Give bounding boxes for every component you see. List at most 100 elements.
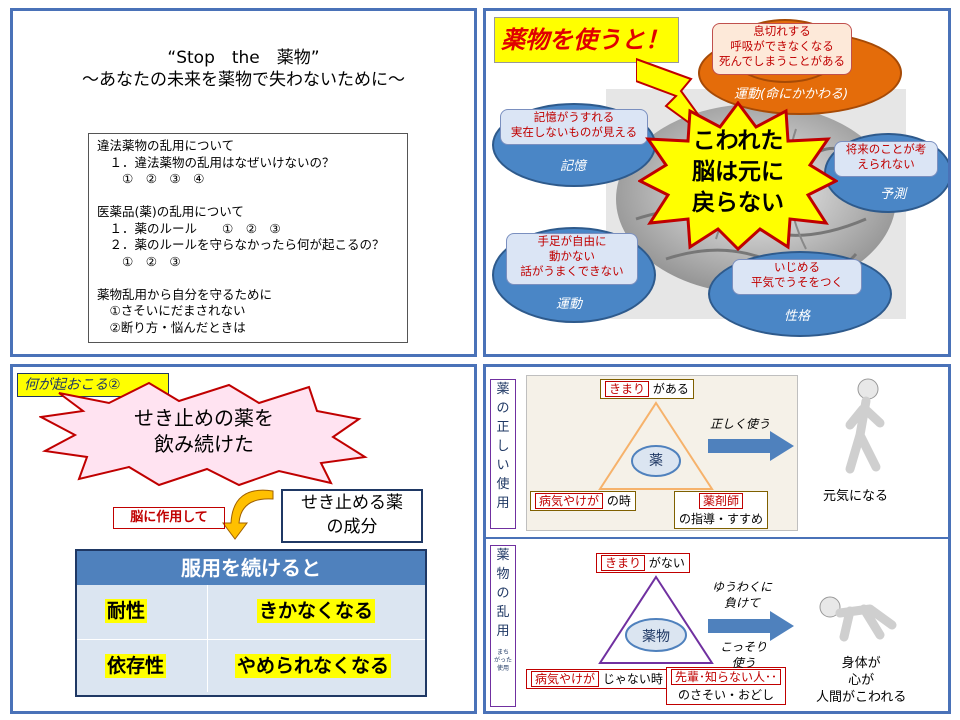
triangle-correct xyxy=(598,401,714,490)
result-line: 心が xyxy=(848,673,875,688)
pharmacist-tag-suffix: の指導・すすめ xyxy=(679,512,764,526)
burst-line: 飲み続けた xyxy=(154,432,254,456)
center-line: 戻らない xyxy=(692,190,784,216)
senior-tag-label: 先輩･知らない人･･ xyxy=(671,669,782,685)
bubble-line: 記憶がうすれる xyxy=(533,110,615,124)
brain-action-label: 脳に作用して xyxy=(113,507,225,529)
pharmacist-tag-label: 薬剤師 xyxy=(699,493,744,509)
center-message: こわれた 脳は元に 戻らない xyxy=(658,126,818,219)
side-char: 用 xyxy=(496,496,510,511)
arrow-right-icon xyxy=(708,431,794,461)
side-char: 使 xyxy=(496,477,510,492)
result-line: 人間がこわれる xyxy=(816,690,907,705)
slide-brain-effects: 薬物を使うと！ 息切れする 呼吸ができなくなる 死んでしまうことがある 運動(命… xyxy=(483,8,951,357)
bubble-line: 話がうまくできない xyxy=(520,264,624,278)
sick-tag-correct: 病気やけが の時 xyxy=(530,491,636,511)
slide-title: “Stop the 薬物” xyxy=(167,48,320,68)
side-label-correct: 薬 の 正 し い 使 用 xyxy=(490,379,516,529)
side-char: の xyxy=(496,586,510,601)
burst-shape xyxy=(39,381,368,487)
senior-tag: 先輩･知らない人･･ のさそい・おどし xyxy=(666,667,787,705)
walking-figure-icon xyxy=(845,378,885,474)
slide-subtitle: ～あなたの未来を薬物で失わないために～ xyxy=(82,70,405,90)
side-char: 用 xyxy=(496,624,510,639)
sick-tag-suffix: の時 xyxy=(606,494,631,508)
rule-tag-correct: きまり がある xyxy=(600,379,694,399)
contents-line: 違法薬物の乱用について xyxy=(97,138,235,153)
sick-tag-label: 病気やけが xyxy=(531,671,600,687)
ingredient-line: せき止める薬 xyxy=(301,493,403,513)
table-header: 服用を続けると xyxy=(77,551,425,585)
sick-tag-suffix: じゃない時 xyxy=(602,672,663,686)
cloud-label: 運動 xyxy=(556,297,583,312)
side-char: 正 xyxy=(496,420,510,435)
rule-tag-label: きまり xyxy=(601,555,646,571)
ingredient-line: の成分 xyxy=(326,517,378,537)
arrow-label-misuse-1: ゆうわくに 負けて xyxy=(712,579,772,611)
contents-line: １．薬のルール ① ② ③ xyxy=(97,220,281,236)
arrow-label-line: 使う xyxy=(731,656,756,670)
contents-line: ① ② ③ xyxy=(97,253,181,269)
cloud-label: 記憶 xyxy=(560,159,587,174)
side-char: 乱 xyxy=(496,605,510,620)
cloud-breathing: 息切れする 呼吸ができなくなる 死んでしまうことがある 運動(命にかかわる) xyxy=(698,19,902,115)
side-char: い xyxy=(496,458,510,473)
rule-tag-suffix: がある xyxy=(652,382,689,396)
result-misuse: 身体が 心が 人間がこわれる xyxy=(816,655,906,706)
arrow-label-line: ゆうわくに xyxy=(712,580,773,594)
starburst-shape xyxy=(638,101,838,251)
contents-box: 違法薬物の乱用について １．違法薬物の乱用はなぜいけないの？ ① ② ③ ④ 医… xyxy=(88,133,408,343)
side-char: 物 xyxy=(496,567,510,582)
ingredient-box: せき止める薬 の成分 xyxy=(281,489,423,543)
collapsed-figure-icon xyxy=(819,596,897,642)
slide-contents: “Stop the 薬物” ～あなたの未来を薬物で失わないために～ 違法薬物の乱… xyxy=(10,8,477,357)
result-line: 身体が xyxy=(841,656,881,671)
table-cell-left: 耐性 xyxy=(105,599,148,623)
side-char: し xyxy=(496,439,510,454)
pharmacist-tag: 薬剤師 の指導・すすめ xyxy=(674,491,769,529)
bubble-line: 死んでしまうことがある xyxy=(719,54,845,68)
center-line: 脳は元に xyxy=(692,159,784,185)
effects-table: 服用を続けると 耐性 きかなくなる 依存性 やめられなくなる xyxy=(75,549,427,697)
sick-tag-label: 病気やけが xyxy=(535,493,604,509)
cloud-label: 運動(命にかかわる) xyxy=(734,87,849,102)
bubble-line: 息切れする xyxy=(753,24,811,38)
side-small: がった xyxy=(493,657,512,664)
contents-line: ① ② ③ ④ xyxy=(97,171,205,186)
burst-text: せき止めの薬を 飲み続けた xyxy=(109,405,299,457)
rule-tag-label: きまり xyxy=(605,381,650,397)
rule-tag-misuse: きまり がない xyxy=(596,553,690,573)
bubble-line: えられない xyxy=(857,157,915,171)
side-char: の xyxy=(496,401,510,416)
burst-line: せき止めの薬を xyxy=(134,406,274,430)
section-divider xyxy=(486,537,948,539)
bubble-line: いじめる xyxy=(774,260,820,274)
table-cell-right: やめられなくなる xyxy=(235,654,392,678)
cloud-motor: 手足が自由に 動かない 話がうまくできない 運動 xyxy=(492,223,656,323)
bubble-line: 将来のことが考 xyxy=(845,142,927,156)
cloud-prediction: 将来のことが考 えられない 予測 xyxy=(824,129,948,213)
table-cell-left: 依存性 xyxy=(105,654,167,678)
arrow-label-line: 負けて xyxy=(724,596,761,610)
contents-line: ①さそいにだまされない xyxy=(97,303,246,318)
slide-heading-box: 薬物を使うと！ xyxy=(494,17,679,63)
rule-tag-suffix: がない xyxy=(648,556,685,570)
slide-medicine-use: 薬 の 正 し い 使 用 きまり がある 薬 病気やけが の時 薬剤師 の指導… xyxy=(483,364,951,714)
bubble-line: 実在しないものが見える xyxy=(510,125,638,139)
arrow-label-correct: 正しく使う xyxy=(710,417,771,431)
slide-heading: 薬物を使うと！ xyxy=(501,26,669,54)
bubble-line: 平気でうそをつく xyxy=(751,275,843,289)
cloud-personality: いじめる 平気でうそをつく 性格 xyxy=(708,247,892,337)
arrow-label-line: こっそり xyxy=(720,640,768,654)
table-row: 耐性 きかなくなる xyxy=(77,585,425,640)
contents-line: 薬物乱用から自分を守るために xyxy=(97,286,273,302)
slide-heading: 何が起おこる② xyxy=(24,377,121,393)
arrow-right-icon xyxy=(708,611,794,641)
table-row: 依存性 やめられなくなる xyxy=(77,640,425,692)
triangle-misuse xyxy=(598,575,714,664)
triangle-center-misuse: 薬物 xyxy=(642,629,670,645)
cloud-label: 性格 xyxy=(784,309,811,324)
bubble-line: 呼吸ができなくなる xyxy=(730,39,834,53)
triangle-center-correct: 薬 xyxy=(649,453,663,469)
table-cell-right: きかなくなる xyxy=(257,599,376,623)
